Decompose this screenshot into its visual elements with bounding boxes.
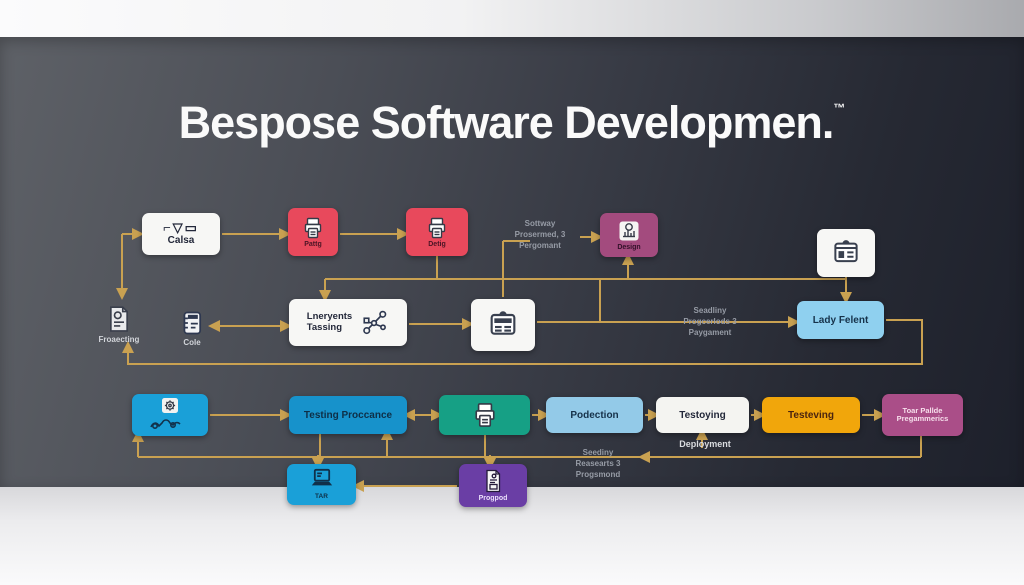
node-cole: Cole [170, 303, 214, 353]
node-testoying: Testoying [656, 397, 749, 433]
node-label: Calsa [167, 235, 195, 246]
bar-chart-icon [619, 221, 639, 241]
node-label: Lneryents Tassing [306, 311, 353, 333]
node-progpod: Progpod [459, 464, 527, 507]
node-label: Testoying [679, 409, 726, 421]
node-toar-pallde: Toar Pallde Pregammerics [882, 394, 963, 436]
page-title: Bespose Software Developmen.™ [0, 97, 1024, 149]
node-testing-proccance: Testing Proccance [289, 396, 407, 434]
chat-shapes-icon: ⌐▽▭ [163, 220, 199, 235]
document-icon [486, 470, 501, 493]
document-icon [110, 306, 128, 332]
annotation-seadliny: Seadliny Progcerlods 3 Paygament [683, 306, 737, 337]
node-browser-window [471, 299, 535, 351]
node-label: Toar Pallde Pregammerics [896, 405, 949, 423]
node-detig: Detig [406, 208, 468, 256]
node-label: Podection [570, 409, 619, 421]
annotation-seediny: Seediny Reasearts 3 Progsmond [575, 448, 621, 479]
notebook-icon [183, 311, 202, 335]
network-icon [363, 310, 387, 334]
printer-icon [304, 217, 322, 238]
node-green-printer [439, 395, 530, 435]
node-lady-felent: Lady Felent [797, 301, 884, 339]
node-label: Design [617, 243, 641, 251]
node-label: Pattg [304, 240, 322, 248]
node-label: Testing Proccance [303, 409, 393, 421]
node-label: Froaecting [98, 335, 140, 345]
title-text: Bespose Software Developmen. [178, 97, 835, 148]
node-gear-process [132, 394, 208, 436]
node-label: Progpod [478, 495, 508, 503]
browser-window-icon [490, 311, 516, 335]
node-froaecting: Froaecting [86, 298, 152, 350]
node-label: Testeving [788, 409, 834, 421]
wall-top-band [0, 0, 1024, 37]
trademark-mark: ™ [833, 101, 846, 115]
gear-icon [150, 398, 181, 429]
node-label: TAR [315, 493, 328, 501]
annotation-deployment: Deployment [679, 439, 731, 449]
node-card-window [817, 229, 875, 277]
annotation-sottway: Sottway Prosermed, 3 Pergomant [514, 219, 566, 250]
node-label: Lady Felent [812, 314, 869, 326]
node-lneryents-tassing: Lneryents Tassing [289, 299, 407, 346]
node-design: Design [600, 213, 658, 257]
node-podection: Podection [546, 397, 643, 433]
connector-lines [116, 228, 923, 492]
diagram-panel: Bespose Software Developmen.™ [0, 37, 1024, 507]
node-label: Detig [428, 240, 446, 248]
printer-icon [428, 217, 446, 238]
node-label: Cole [183, 338, 201, 348]
node-calsa: ⌐▽▭ Calsa [142, 213, 220, 255]
node-tar: TAR [287, 464, 356, 505]
node-pattg: Pattg [288, 208, 338, 256]
printer-icon [474, 403, 495, 427]
card-window-icon [834, 240, 858, 263]
laptop-icon [311, 469, 332, 486]
node-testeving: Testeving [762, 397, 860, 433]
